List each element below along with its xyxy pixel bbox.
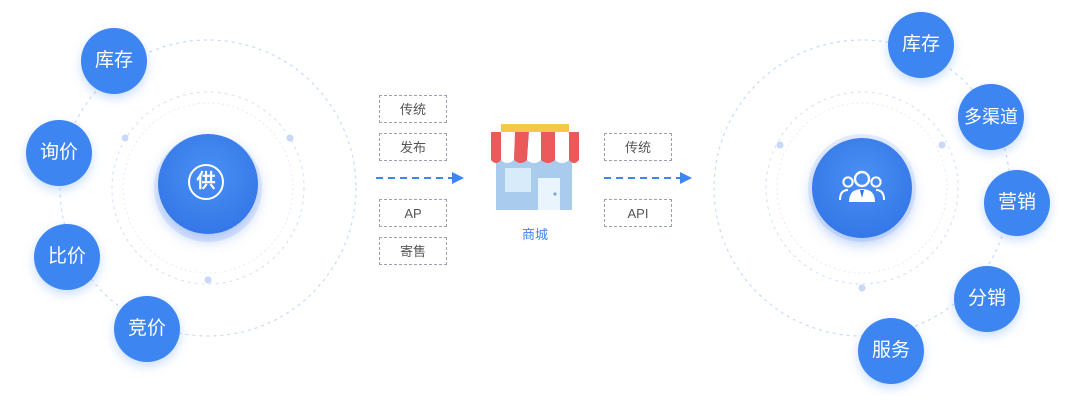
- tag-publish: 发布: [379, 133, 447, 161]
- tag-ap: AP: [379, 199, 447, 227]
- right-hub[interactable]: [812, 138, 912, 238]
- right-bubble-distribution[interactable]: 分销: [954, 266, 1020, 332]
- left-hub[interactable]: 供: [158, 134, 258, 234]
- tag-consignment: 寄售: [379, 237, 447, 265]
- arrow-left: [376, 172, 464, 184]
- tag-traditional-right: 传统: [604, 133, 672, 161]
- store-icon: [491, 124, 579, 210]
- tag-api: API: [604, 199, 672, 227]
- arrow-right: [604, 172, 692, 184]
- right-bubble-multichannel[interactable]: 多渠道: [958, 84, 1024, 150]
- left-bubble-inquiry[interactable]: 询价: [26, 120, 92, 186]
- supply-icon-char: 供: [196, 171, 216, 192]
- left-bubble-bidding[interactable]: 竞价: [114, 296, 180, 362]
- tag-traditional-left: 传统: [379, 95, 447, 123]
- right-bubble-marketing[interactable]: 营销: [984, 170, 1050, 236]
- right-bubble-service[interactable]: 服务: [858, 318, 924, 384]
- left-bubble-compare[interactable]: 比价: [34, 224, 100, 290]
- users-icon: [839, 170, 885, 202]
- supply-icon: 供: [188, 164, 224, 200]
- left-bubble-inventory[interactable]: 库存: [81, 28, 147, 94]
- right-bubble-inventory[interactable]: 库存: [888, 12, 954, 78]
- store-label: 商城: [521, 227, 548, 242]
